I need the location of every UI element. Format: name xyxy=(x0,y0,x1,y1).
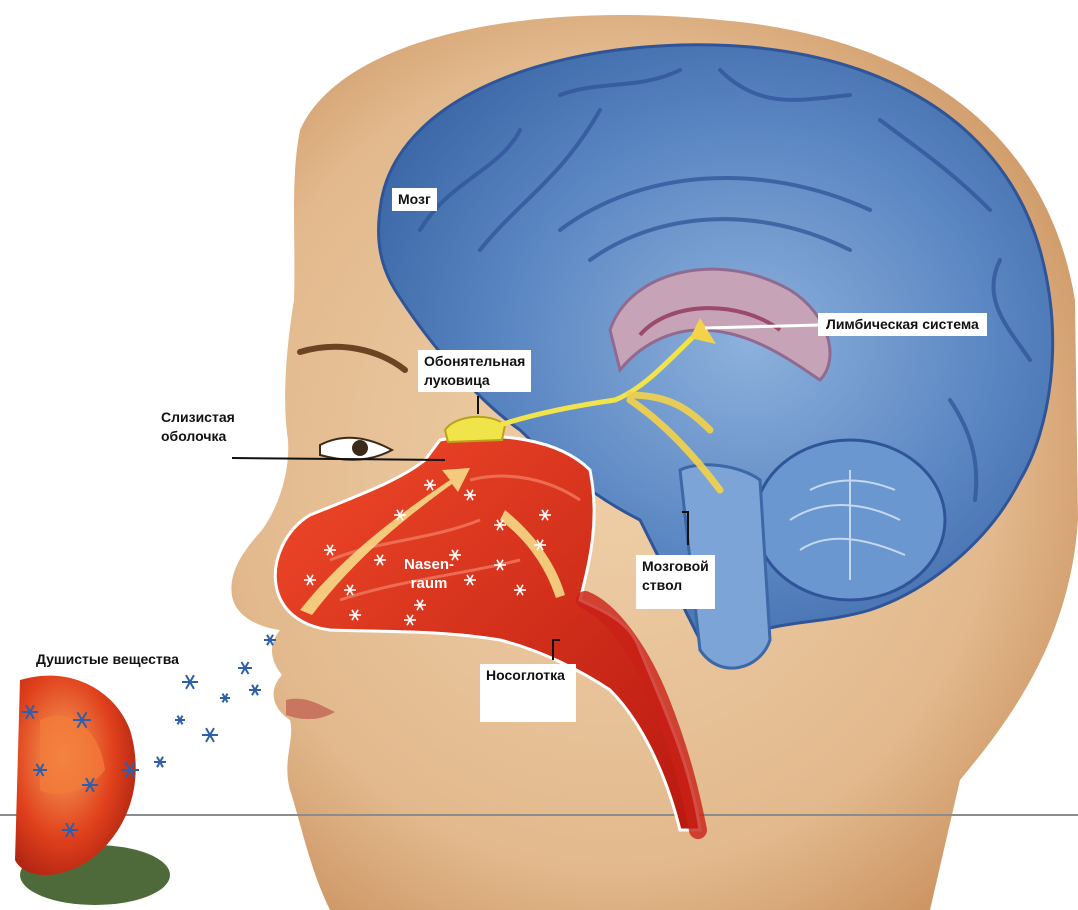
snowflake-icon xyxy=(202,728,218,742)
snowflake-icon xyxy=(182,675,198,689)
snowflake-icon xyxy=(249,685,261,695)
label-nasal-cavity: Nasen- raum xyxy=(404,555,454,593)
snowflake-icon xyxy=(238,662,252,674)
label-olfactory-bulb: Обонятельная луковица xyxy=(418,350,531,392)
label-mucosa-line2: оболочка xyxy=(161,427,253,446)
snowflake-icon xyxy=(220,694,230,703)
label-nasal-cavity-line2: raum xyxy=(404,574,454,593)
label-nasopharynx: Носоглотка xyxy=(480,664,576,722)
label-mucosa-line1: Слизистая xyxy=(161,408,253,427)
label-brainstem-line1: Мозговой xyxy=(642,557,709,576)
label-brainstem-line2: ствол xyxy=(642,576,709,595)
label-limbic-system: Лимбическая система xyxy=(818,313,987,336)
label-olfactory-bulb-line1: Обонятельная xyxy=(424,352,525,371)
label-brain: Мозг xyxy=(392,188,437,211)
label-mucosa: Слизистая оболочка xyxy=(155,406,259,448)
snowflake-icon xyxy=(154,757,166,767)
label-odorants: Душистые вещества xyxy=(30,648,185,671)
label-brainstem: Мозговой ствол xyxy=(636,555,715,609)
snowflake-icon xyxy=(175,716,185,725)
label-nasal-cavity-line1: Nasen- xyxy=(404,555,454,574)
label-olfactory-bulb-line2: луковица xyxy=(424,371,525,390)
